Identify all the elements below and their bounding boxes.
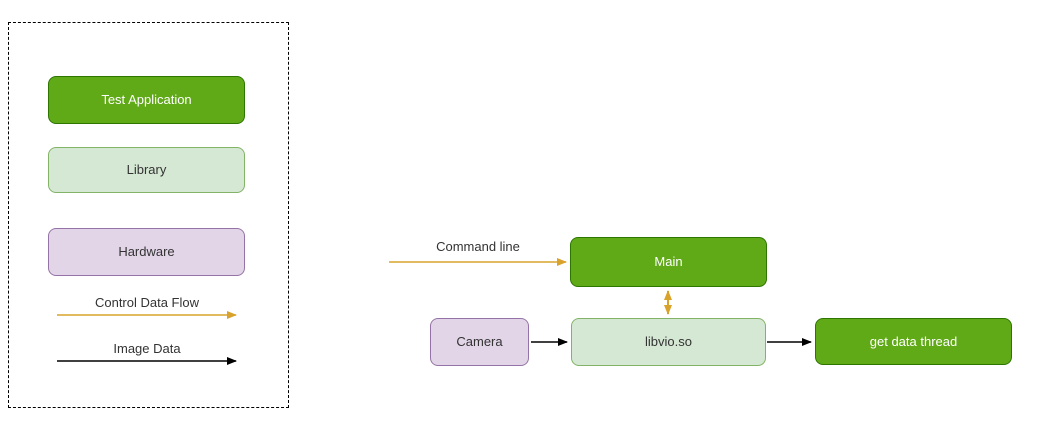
legend-item-label: Hardware xyxy=(118,244,175,260)
legend-label-image-data: Image Data xyxy=(113,341,181,356)
legend-item-hardware: Hardware xyxy=(48,228,245,276)
node-libvio-so: libvio.so xyxy=(571,318,766,366)
node-camera: Camera xyxy=(430,318,529,366)
legend-item-test-application: Test Application xyxy=(48,76,245,124)
node-label: libvio.so xyxy=(645,334,692,350)
node-get-data-thread: get data thread xyxy=(815,318,1012,365)
node-label: Main xyxy=(654,254,683,270)
node-main: Main xyxy=(570,237,767,287)
legend-item-label: Library xyxy=(126,162,167,178)
legend-item-library: Library xyxy=(48,147,245,193)
legend-label-control-data-flow: Control Data Flow xyxy=(94,295,200,310)
node-label: get data thread xyxy=(869,333,958,349)
node-label: Camera xyxy=(456,334,503,350)
legend-panel xyxy=(8,22,289,408)
edge-label-command-line: Command line xyxy=(436,239,520,254)
legend-item-label: Test Application xyxy=(101,92,192,108)
